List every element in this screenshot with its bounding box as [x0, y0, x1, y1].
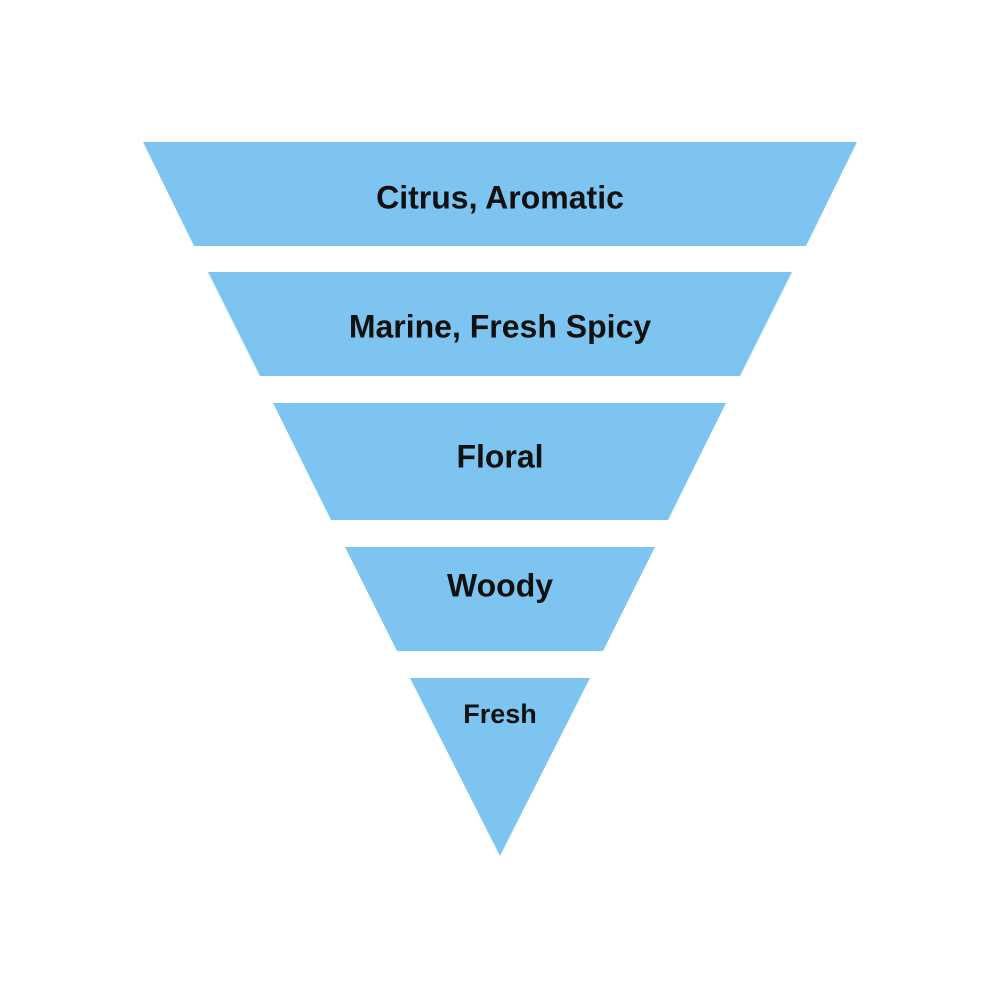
layer-floral: Floral [273, 403, 726, 520]
layer-citrus-aromatic: Citrus, Aromatic [143, 142, 857, 246]
layer-label: Citrus, Aromatic [376, 179, 624, 215]
layer-shape [345, 547, 655, 651]
layer-label: Woody [447, 567, 553, 603]
layer-label: Marine, Fresh Spicy [349, 308, 652, 344]
layer-label: Floral [456, 438, 543, 474]
layer-woody: Woody [345, 547, 655, 651]
layer-marine-fresh-spicy: Marine, Fresh Spicy [208, 272, 792, 376]
layer-shape [273, 403, 726, 520]
layer-shape [143, 142, 857, 246]
layer-shape [208, 272, 792, 376]
layer-label: Fresh [463, 699, 537, 729]
layer-shape [410, 678, 590, 856]
layer-fresh: Fresh [410, 678, 590, 856]
